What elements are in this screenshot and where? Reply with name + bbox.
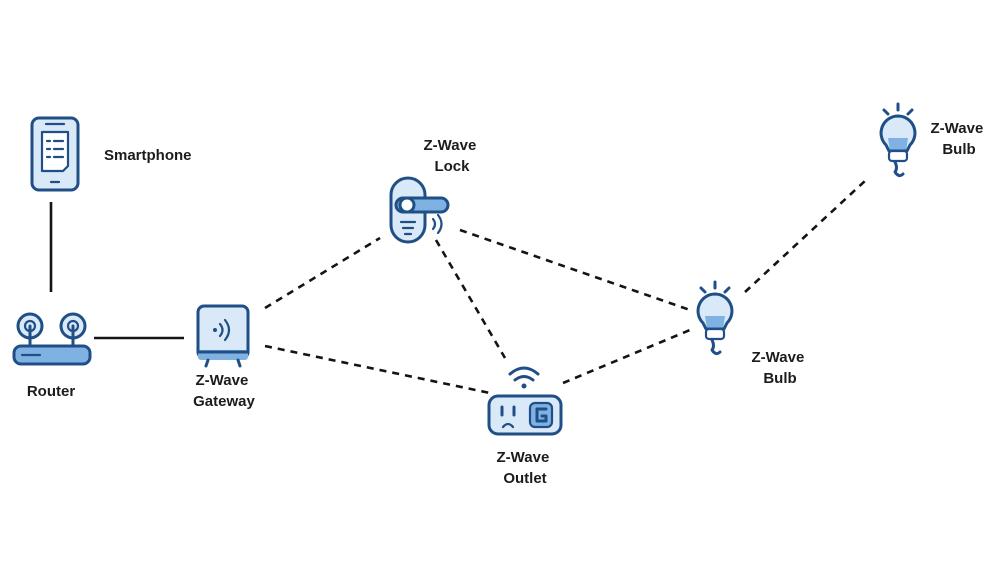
bulb-mid-icon [696, 280, 734, 356]
gateway-label: Z-Wave Gateway [193, 372, 255, 410]
smartphone-icon [30, 116, 80, 192]
outlet-label-line-2: Outlet [503, 470, 546, 487]
bulb-top-node: Z-Wave Bulb [879, 102, 988, 178]
bulb-top-icon [879, 102, 917, 178]
router-label: Router [27, 383, 75, 400]
bulb-top-label-line-1: Z-Wave [931, 120, 984, 137]
outlet-node: Z-Wave Outlet [487, 366, 563, 487]
link-bulb-mid-bulb-top [744, 179, 867, 293]
bulb-mid-node: Z-Wave Bulb [696, 280, 809, 387]
bulb-top-label-line-2: Bulb [942, 141, 975, 158]
links [49, 179, 867, 395]
router-node: Router [12, 312, 92, 400]
bulb-mid-label-line-2: Bulb [763, 370, 796, 387]
gateway-label-line-2: Gateway [193, 393, 255, 410]
gateway-icon [196, 304, 250, 368]
smartphone-label: Smartphone [104, 147, 192, 164]
link-outlet-bulb-mid [562, 328, 691, 385]
outlet-icon [487, 366, 563, 436]
link-lock-bulb-mid [459, 228, 691, 312]
gateway-node: Z-Wave Gateway [193, 304, 256, 410]
lock-label-line-1: Z-Wave [424, 137, 477, 154]
lock-node: Z-Wave Lock [389, 137, 481, 244]
link-lock-outlet [434, 239, 507, 359]
smartphone-node: Smartphone [30, 116, 192, 192]
bulb-mid-label: Z-Wave Bulb [752, 349, 809, 387]
lock-label-line-2: Lock [434, 158, 470, 175]
link-gateway-outlet [264, 344, 491, 395]
gateway-label-line-1: Z-Wave [196, 372, 249, 389]
lock-icon [389, 176, 450, 244]
outlet-label-line-1: Z-Wave [497, 449, 550, 466]
smartphone-label-line: Smartphone [104, 147, 192, 164]
bulb-top-label: Z-Wave Bulb [931, 120, 988, 158]
lock-label: Z-Wave Lock [424, 137, 481, 175]
outlet-label: Z-Wave Outlet [497, 449, 554, 487]
bulb-mid-label-line-1: Z-Wave [752, 349, 805, 366]
router-label-line: Router [27, 383, 75, 400]
link-gateway-lock [264, 236, 381, 310]
router-icon [12, 312, 92, 366]
